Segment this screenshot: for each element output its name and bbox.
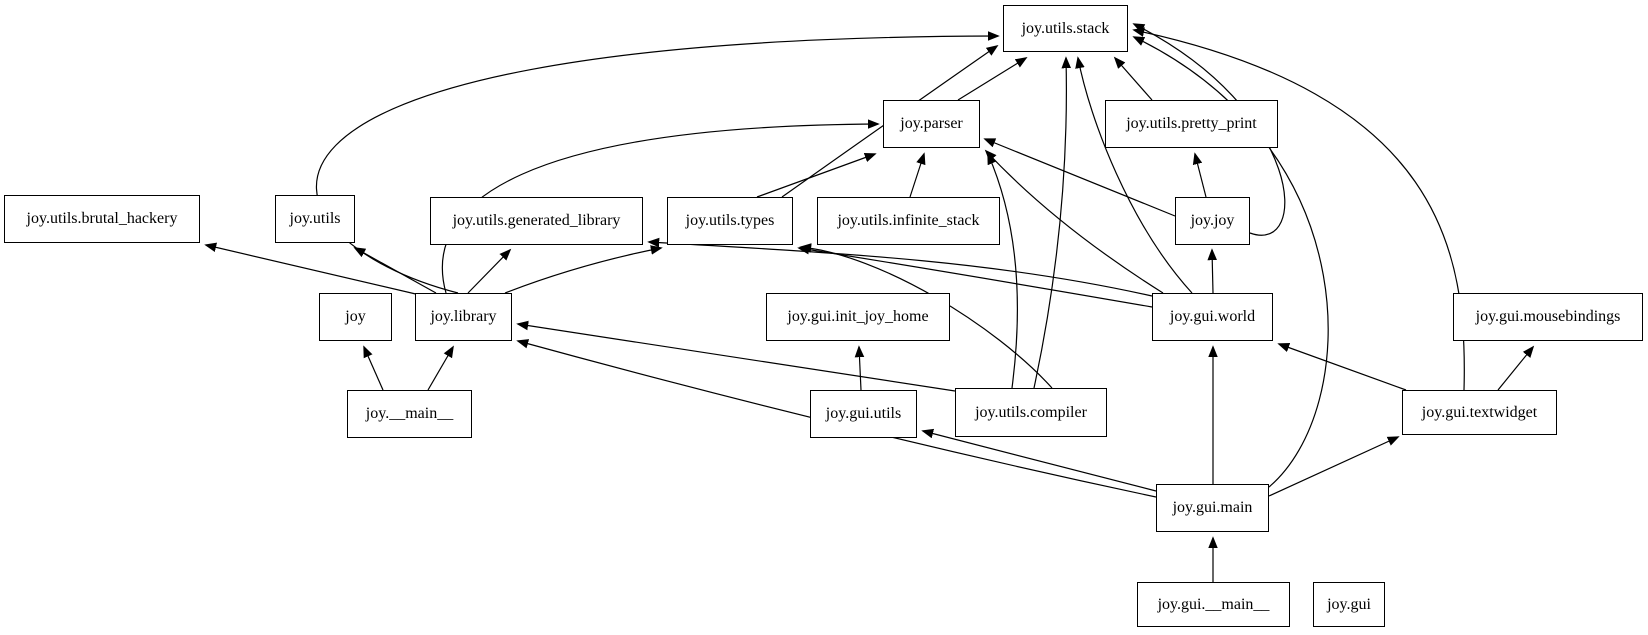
graph-node-compiler[interactable]: joy.utils.compiler <box>955 388 1107 437</box>
edge-compiler-to-stack <box>1033 56 1072 389</box>
edge-library-to-stack <box>315 31 1000 294</box>
edge-library-to-parser <box>441 119 880 294</box>
edge-joymain-to-library <box>427 345 454 391</box>
edge-joyjoy-to-pretty_print <box>1192 152 1207 198</box>
edge-library-to-genlib <box>467 248 512 294</box>
node-label: joy.utils.compiler <box>975 403 1087 421</box>
edge-textwidget-to-world <box>1277 342 1407 391</box>
graph-node-guiutils[interactable]: joy.gui.utils <box>810 390 917 438</box>
graph-node-gui[interactable]: joy.gui <box>1313 582 1385 627</box>
graph-node-stack[interactable]: joy.utils.stack <box>1003 5 1128 52</box>
edge-guiutils-to-inithome <box>854 345 865 391</box>
graph-node-infstack[interactable]: joy.utils.infinite_stack <box>817 197 1000 245</box>
graph-node-genlib[interactable]: joy.utils.generated_library <box>430 197 643 245</box>
edge-world-to-parser <box>984 149 1164 294</box>
graph-node-joymain[interactable]: joy.__main__ <box>347 390 472 438</box>
edge-guimain-to-stack <box>1132 36 1329 488</box>
edge-compiler-to-library <box>516 320 956 392</box>
edge-pretty_print-to-stack <box>1113 56 1153 101</box>
edge-parser-to-stack <box>957 57 1028 101</box>
graph-node-pretty_print[interactable]: joy.utils.pretty_print <box>1105 100 1278 148</box>
node-label: joy.gui.init_joy_home <box>787 308 929 325</box>
edge-joyjoy-to-parser <box>983 138 1176 217</box>
node-label: joy.utils.types <box>685 212 775 229</box>
edge-guimain-to-textwidget <box>1268 436 1400 497</box>
edge-world-to-joyjoy <box>1207 248 1218 294</box>
graph-node-library[interactable]: joy.library <box>415 293 512 341</box>
node-label: joy.gui.utils <box>825 405 902 422</box>
node-label: joy.utils.stack <box>1021 19 1110 37</box>
graph-node-guimain[interactable]: joy.gui.main <box>1156 484 1269 532</box>
node-label: joy.parser <box>900 115 963 132</box>
node-label: joy.gui.main <box>1172 499 1253 516</box>
graph-node-textwidget[interactable]: joy.gui.textwidget <box>1402 390 1557 435</box>
graph-node-joy[interactable]: joy <box>319 293 392 341</box>
node-label: joy.gui.__main__ <box>1157 595 1270 613</box>
edge-textwidget-to-mousebindings <box>1497 345 1535 391</box>
edge-world-to-stack <box>1075 56 1193 294</box>
edge-types-to-parser <box>756 152 877 198</box>
node-label: joy.utils.generated_library <box>452 212 621 229</box>
node-label: joy.utils.pretty_print <box>1126 115 1257 132</box>
node-label: joy.gui <box>1327 595 1371 613</box>
node-label: joy.utils <box>289 210 341 227</box>
graph-node-parser[interactable]: joy.parser <box>883 100 980 148</box>
node-label: joy.utils.brutal_hackery <box>26 210 178 227</box>
node-label: joy.library <box>430 308 497 325</box>
node-label: joy <box>345 308 366 325</box>
node-label: joy.joy <box>1190 212 1235 229</box>
graph-node-world[interactable]: joy.gui.world <box>1152 293 1273 341</box>
edge-joymain-to-joy <box>363 345 384 391</box>
edge-library-to-brutal_hackery <box>204 242 421 296</box>
edge-infstack-to-parser <box>909 152 926 198</box>
edge-world-to-genlib <box>647 237 1153 297</box>
node-label: joy.__main__ <box>365 405 454 422</box>
node-label: joy.utils.infinite_stack <box>837 212 980 229</box>
edge-compiler-to-parser <box>987 152 1018 389</box>
edge-library-to-types <box>504 245 663 294</box>
graph-node-mousebindings[interactable]: joy.gui.mousebindings <box>1453 293 1643 341</box>
graph-node-inithome[interactable]: joy.gui.init_joy_home <box>766 293 950 341</box>
graph-node-brutal_hackery[interactable]: joy.utils.brutal_hackery <box>4 195 200 243</box>
graph-node-types[interactable]: joy.utils.types <box>667 197 793 245</box>
node-label: joy.gui.mousebindings <box>1475 308 1621 325</box>
graph-node-utils[interactable]: joy.utils <box>275 195 355 243</box>
node-label: joy.gui.world <box>1169 308 1256 325</box>
edge-joyjoy-to-stack <box>1132 23 1286 236</box>
graph-node-joyjoy[interactable]: joy.joy <box>1175 197 1250 245</box>
graph-node-guimainmain[interactable]: joy.gui.__main__ <box>1137 582 1290 627</box>
node-label: joy.gui.textwidget <box>1421 403 1538 421</box>
edge-guimain-to-guiutils <box>921 428 1157 492</box>
